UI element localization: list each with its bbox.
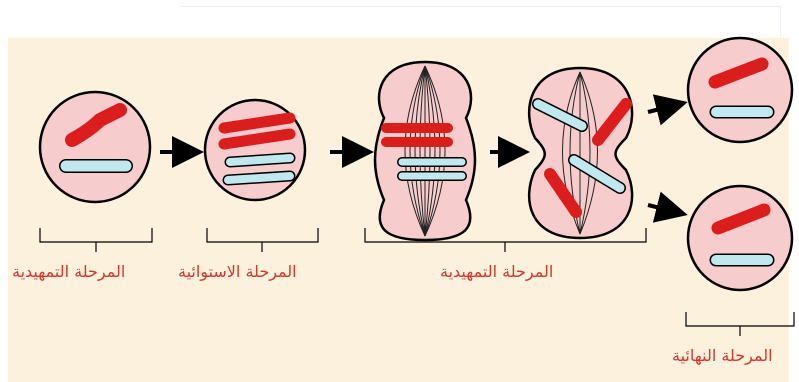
label-telophase: المرحلة النهائية — [672, 346, 773, 365]
label-prophase-2: المرحلة التمهيدية — [440, 262, 553, 281]
cell-stage-2 — [205, 100, 305, 200]
bracket-1 — [40, 228, 152, 252]
brackets — [40, 228, 794, 336]
bracket-2 — [207, 228, 318, 252]
arrow-lower — [648, 205, 680, 213]
bracket-4 — [686, 312, 794, 336]
label-prophase-1: المرحلة التمهيدية — [12, 262, 125, 281]
arrow-upper — [648, 104, 680, 112]
label-metaphase: المرحلة الاستوائية — [178, 262, 297, 281]
cell-stage-1 — [40, 92, 150, 202]
cell-stage-3 — [375, 62, 475, 240]
daughter-cell-bottom — [688, 186, 792, 290]
daughter-cell-top — [688, 38, 792, 142]
cell-stage-4 — [529, 68, 632, 238]
